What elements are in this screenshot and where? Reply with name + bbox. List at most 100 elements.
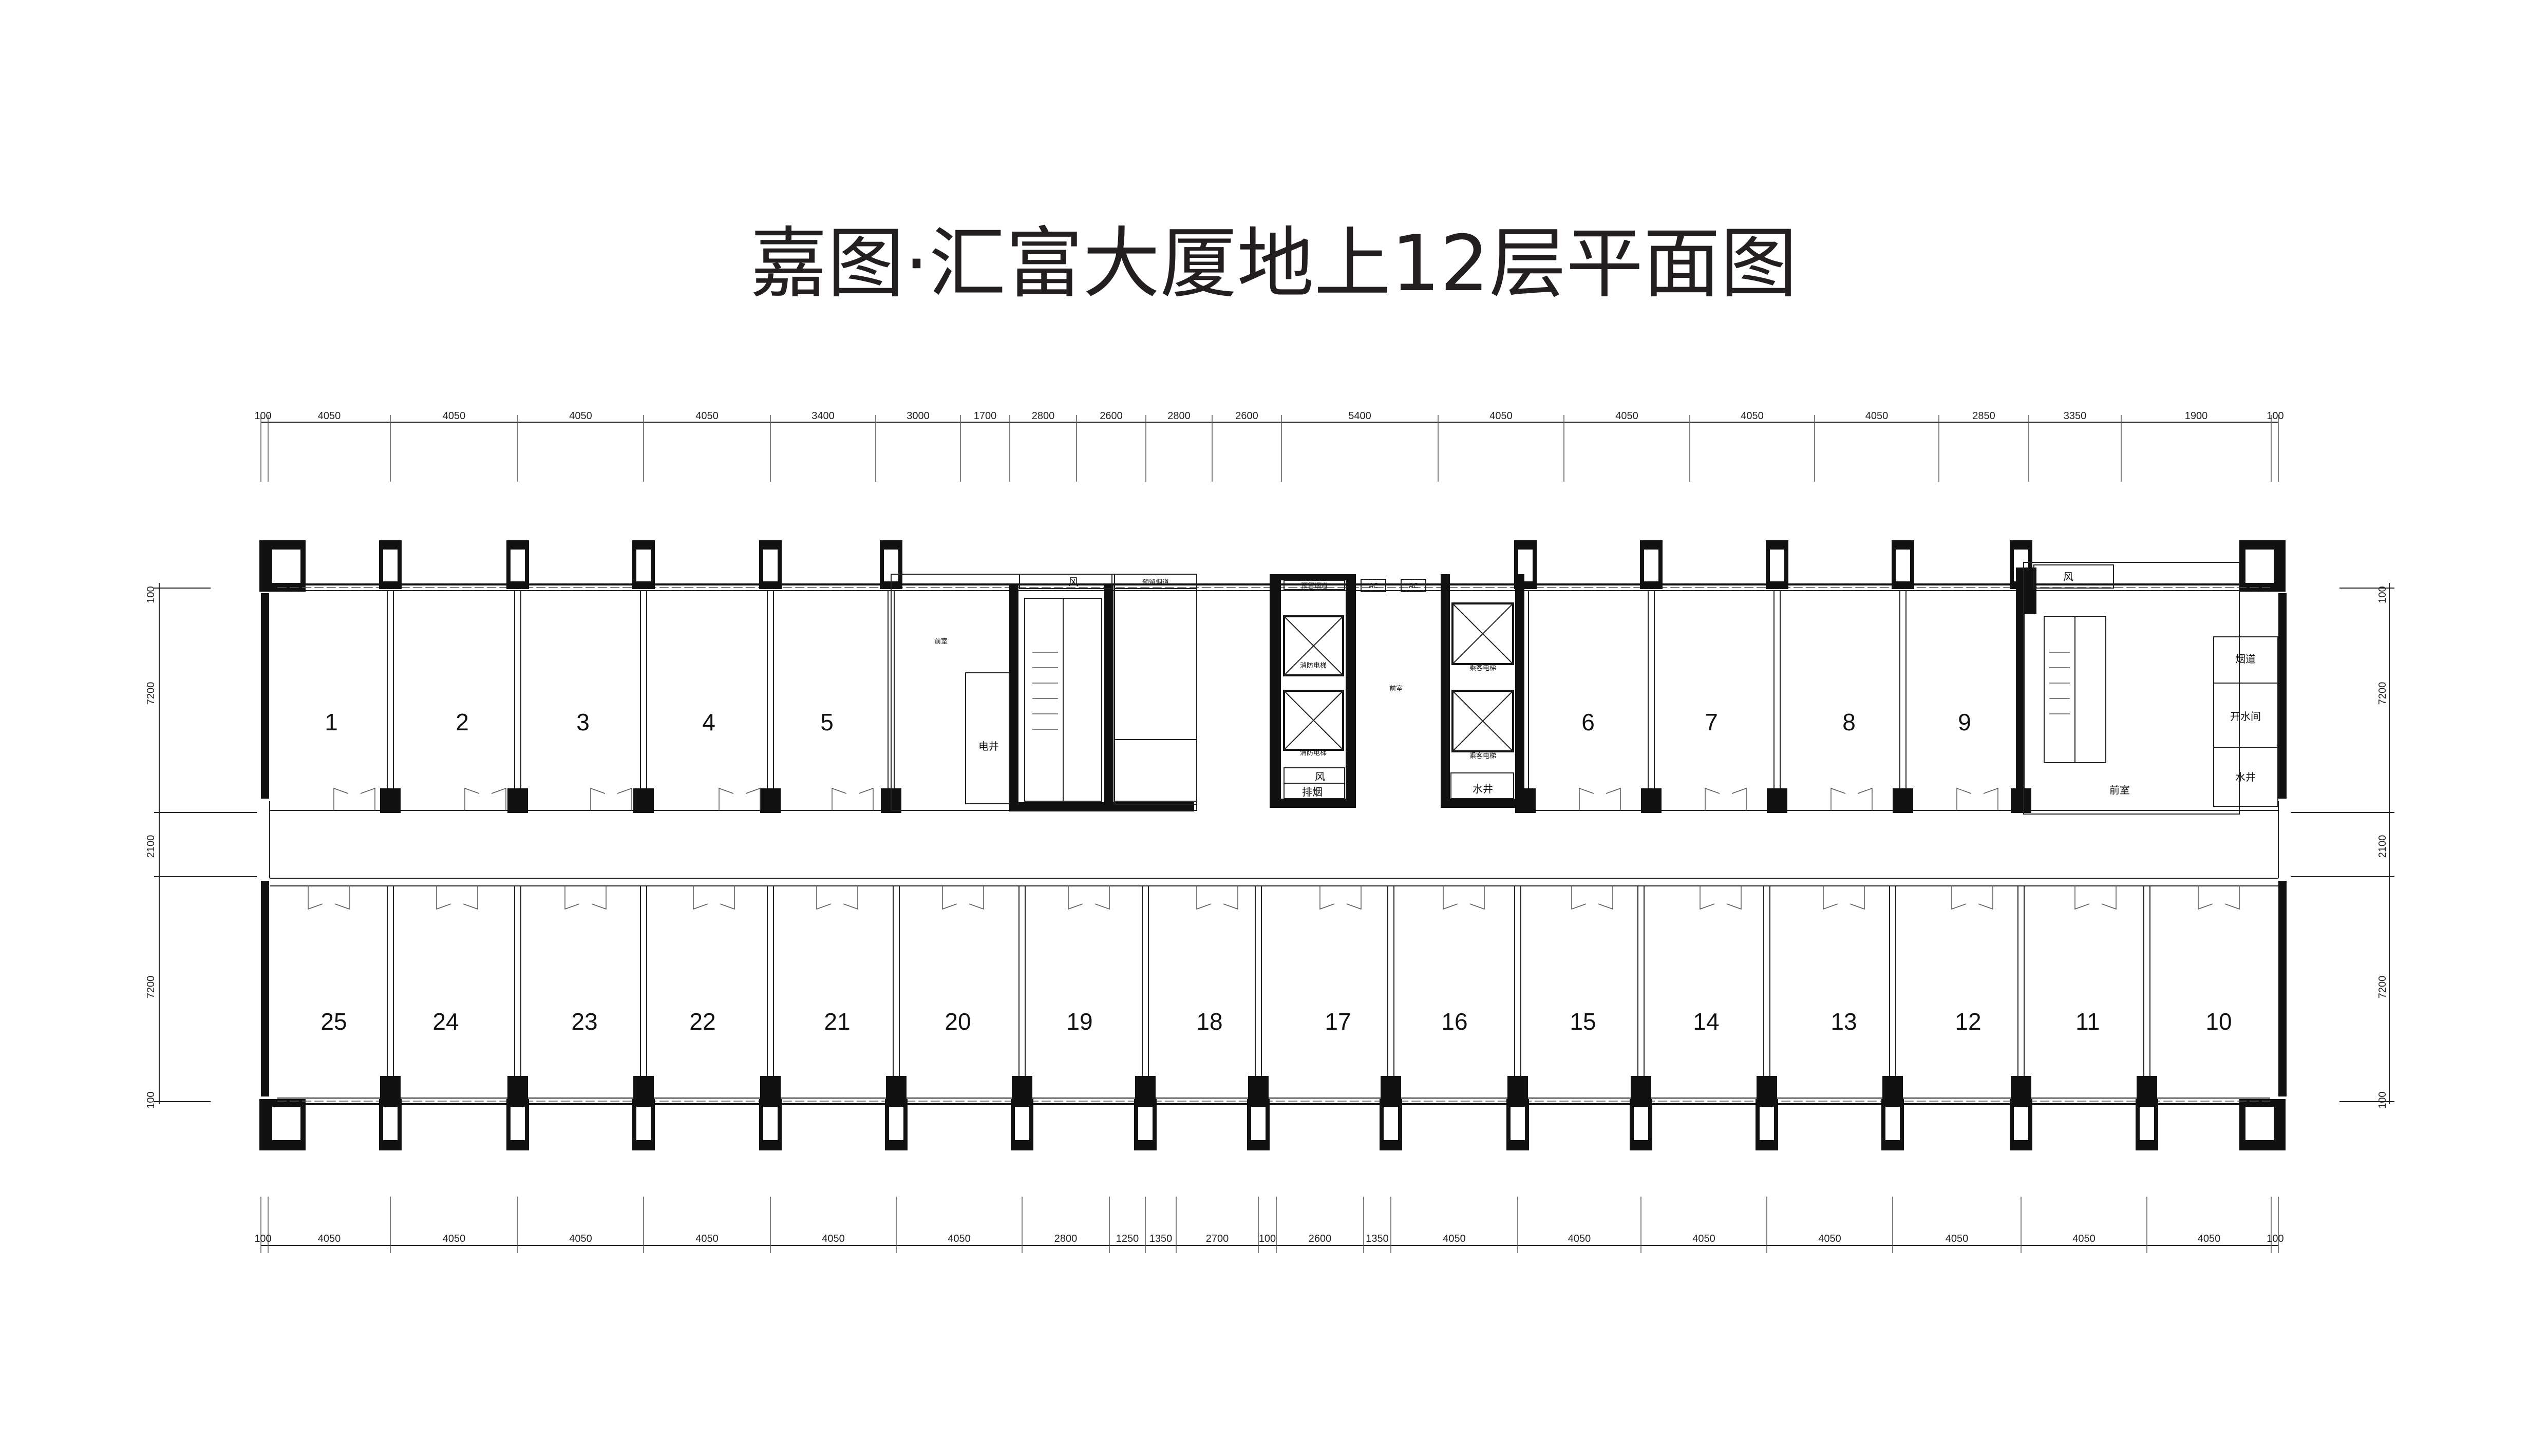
bottom-dim-16: 4050 xyxy=(1692,1233,1715,1244)
room-2-label: 2 xyxy=(456,709,469,735)
top-dim-17: 2850 xyxy=(1972,410,1995,422)
room-13-label: 13 xyxy=(1830,1008,1857,1035)
room-6-label: 6 xyxy=(1581,709,1595,735)
water-shaft-label-center: 水井 xyxy=(1473,783,1493,795)
left-dim-100-top: 100 xyxy=(145,586,157,603)
bottom-dim-20: 4050 xyxy=(2198,1233,2221,1244)
top-dim-8: 2800 xyxy=(1032,410,1055,422)
left-dim-7200-south: 7200 xyxy=(145,976,157,999)
top-dim-4: 4050 xyxy=(695,410,719,422)
fire-elevator-1-label: 消防电梯 xyxy=(1300,661,1327,670)
room-3-label: 3 xyxy=(576,709,590,735)
top-dim-6: 3000 xyxy=(907,410,930,422)
passenger-elevator-1: 乘客电梯 xyxy=(1451,602,1514,672)
ac-unit-1-label: AC xyxy=(1369,582,1378,590)
central-spare-flue-label: 预留烟道 xyxy=(1301,582,1328,590)
water-shaft-label-east: 水井 xyxy=(2235,771,2256,783)
east-core-wind-label: 风 xyxy=(2063,571,2073,583)
bottom-dim-21: 100 xyxy=(2267,1233,2283,1244)
top-dim-1: 4050 xyxy=(318,410,341,422)
electric-shaft-label: 电井 xyxy=(978,740,999,752)
room-5-label: 5 xyxy=(820,709,834,735)
bottom-dim-2: 4050 xyxy=(443,1233,466,1244)
room-1-label: 1 xyxy=(325,709,338,735)
bottom-dim-9: 1350 xyxy=(1149,1233,1173,1244)
right-dim-100-bottom: 100 xyxy=(2377,1091,2388,1108)
west-core-spare-flue-label: 预留烟道 xyxy=(1142,579,1169,587)
top-dim-5: 3400 xyxy=(811,410,835,422)
top-dim-15: 4050 xyxy=(1741,410,1764,422)
room-23-label: 23 xyxy=(571,1008,597,1035)
passenger-elevator-2: 乘客电梯 xyxy=(1451,690,1514,760)
top-dim-14: 4050 xyxy=(1615,410,1638,422)
left-dim-100-bottom: 100 xyxy=(145,1091,157,1108)
room-16-label: 16 xyxy=(1441,1008,1467,1035)
right-dim-100-top: 100 xyxy=(2377,586,2388,603)
west-core-wind-label: 风 xyxy=(1068,576,1079,588)
east-core: 风 烟道 开水间 水井 前室 xyxy=(2016,562,2278,815)
anteroom-label-east: 前室 xyxy=(2109,784,2130,796)
top-dim-7: 1700 xyxy=(974,410,997,422)
top-dimension-chain: 100 4050 4050 4050 4050 3400 3000 1700 2800 2600 2… xyxy=(254,410,2284,482)
bottom-dim-6: 4050 xyxy=(948,1233,971,1244)
south-partitions xyxy=(308,886,2240,1150)
room-4-label: 4 xyxy=(702,709,715,735)
bottom-dim-14: 4050 xyxy=(1443,1233,1466,1244)
room-20-label: 20 xyxy=(945,1008,971,1035)
top-dim-10: 2800 xyxy=(1167,410,1191,422)
bottom-dim-18: 4050 xyxy=(1946,1233,1969,1244)
right-dim-2100: 2100 xyxy=(2377,835,2388,858)
room-15-label: 15 xyxy=(1570,1008,1596,1035)
room-18-label: 18 xyxy=(1196,1008,1222,1035)
bottom-dim-8: 1250 xyxy=(1116,1233,1139,1244)
bottom-dim-7: 2800 xyxy=(1054,1233,1078,1244)
top-dim-3: 4050 xyxy=(569,410,592,422)
smoke-shaft-label: 排烟 xyxy=(1302,786,1323,798)
room-25-label: 25 xyxy=(320,1008,347,1035)
fire-elevator-2: 消防电梯 xyxy=(1283,690,1344,757)
passenger-elevator-1-label: 乘客电梯 xyxy=(1469,664,1496,672)
room-22-label: 22 xyxy=(689,1008,715,1035)
bottom-dim-1: 4050 xyxy=(318,1233,341,1244)
ac-unit-2-label: AC xyxy=(1409,582,1418,590)
top-dim-0: 100 xyxy=(254,410,271,422)
central-core: 预留烟道 消防电梯 消防电梯 风 排烟 AC AC 前室 xyxy=(1270,574,1524,808)
top-dim-19: 1900 xyxy=(2185,410,2208,422)
left-dimension-chain: 100 7200 2100 7200 100 xyxy=(145,583,257,1109)
north-partitions xyxy=(333,540,2032,813)
top-dim-12: 5400 xyxy=(1348,410,1371,422)
east-flue-label: 烟道 xyxy=(2235,653,2256,665)
room-19-label: 19 xyxy=(1066,1008,1092,1035)
fire-elevator-2-label: 消防电梯 xyxy=(1300,749,1327,757)
anteroom-label-center: 前室 xyxy=(1389,685,1403,693)
top-dim-20: 100 xyxy=(2267,410,2283,422)
right-dimension-chain: 100 7200 2100 7200 100 xyxy=(2291,583,2394,1109)
room-9-label: 9 xyxy=(1958,709,1971,735)
bottom-dim-10: 2700 xyxy=(1206,1233,1229,1244)
bottom-dim-3: 4050 xyxy=(569,1233,592,1244)
bottom-dim-5: 4050 xyxy=(822,1233,845,1244)
left-dim-7200-north: 7200 xyxy=(145,682,157,705)
bottom-dim-11: 100 xyxy=(1259,1233,1276,1244)
west-core: 风 预留烟道 前室 电井 xyxy=(891,574,1197,811)
anteroom-label-west: 前室 xyxy=(934,637,948,646)
bottom-dim-17: 4050 xyxy=(1818,1233,1841,1244)
room-10-label: 10 xyxy=(2205,1008,2232,1035)
page-title: 嘉图·汇富大厦地上12层平面图 xyxy=(750,219,1798,309)
bottom-dimension-chain: 100 4050 4050 4050 4050 4050 4050 2800 1250 1350 2… xyxy=(254,1197,2284,1253)
room-11-label: 11 xyxy=(2075,1008,2100,1035)
bottom-dim-12: 2600 xyxy=(1309,1233,1332,1244)
fire-elevator-1: 消防电梯 xyxy=(1283,615,1344,676)
top-dim-2: 4050 xyxy=(443,410,466,422)
right-dim-7200-north: 7200 xyxy=(2377,682,2388,705)
bottom-dim-19: 4050 xyxy=(2072,1233,2096,1244)
bottom-dim-4: 4050 xyxy=(695,1233,719,1244)
room-24-label: 24 xyxy=(432,1008,459,1035)
passenger-elevator-2-label: 乘客电梯 xyxy=(1469,752,1496,760)
boiler-room-label: 开水间 xyxy=(2230,710,2261,723)
top-dim-11: 2600 xyxy=(1235,410,1258,422)
top-dim-9: 2600 xyxy=(1100,410,1123,422)
